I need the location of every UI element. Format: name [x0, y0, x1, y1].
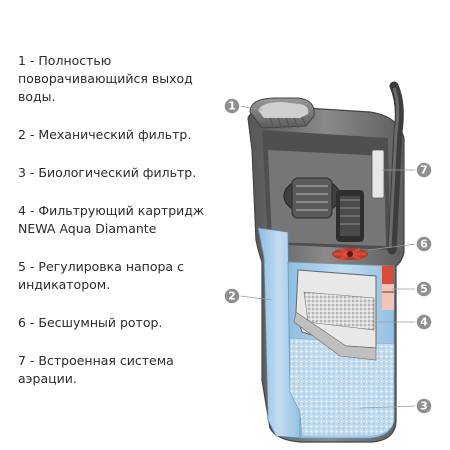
legend-item-flow-regulator: 5 - Регулировка напора с индикатором.	[18, 258, 223, 294]
svg-text:5: 5	[420, 283, 428, 296]
svg-text:7: 7	[420, 164, 428, 177]
legend-line: 2 - Механический фильтр.	[18, 127, 192, 142]
legend-item-outlet: 1 - Полностью поворачивающийся выход вод…	[18, 52, 223, 106]
impeller-assembly	[283, 177, 368, 261]
legend-line: 3 - Биологический фильтр.	[18, 165, 197, 180]
callout-1: 1	[223, 97, 241, 115]
legend-item-cartridge: 4 - Фильтрующий картридж NEWA Aqua Diama…	[18, 202, 223, 238]
callout-leaders	[239, 105, 417, 409]
legend-line: 1 - Полностью	[18, 53, 112, 68]
legend-line: 4 - Фильтрующий картридж	[18, 203, 205, 218]
legend-line: воды.	[18, 89, 56, 104]
legend-line: индикатором.	[18, 277, 111, 292]
svg-text:1: 1	[228, 100, 236, 113]
legend-line: 5 - Регулировка напора с	[18, 259, 184, 274]
callout-4: 4	[415, 313, 433, 331]
svg-text:3: 3	[420, 400, 428, 413]
aeration-tube	[371, 81, 404, 255]
flow-regulator	[382, 266, 394, 310]
svg-text:6: 6	[420, 238, 428, 251]
legend-line: 6 - Бесшумный ротор.	[18, 315, 163, 330]
outlet-nozzle	[249, 97, 315, 130]
legend-item-biological-filter: 3 - Биологический фильтр.	[18, 164, 223, 182]
filter-cartridge	[293, 269, 377, 361]
svg-text:4: 4	[420, 316, 428, 329]
mechanical-filter-media	[289, 337, 395, 437]
legend-line: аэрации.	[18, 371, 77, 386]
legend-line: NEWA Aqua Diamante	[18, 221, 157, 236]
legend-item-mechanical-filter: 2 - Механический фильтр.	[18, 126, 223, 144]
legend: 1 - Полностью поворачивающийся выход вод…	[18, 52, 223, 408]
legend-item-aeration: 7 - Встроенная система аэрации.	[18, 352, 223, 388]
callout-3: 3	[415, 397, 433, 415]
callout-6: 6	[415, 235, 433, 253]
callout-2: 2	[223, 287, 241, 305]
legend-line: поворачивающийся выход	[18, 71, 193, 86]
callout-7: 7	[415, 161, 433, 179]
svg-text:2: 2	[228, 290, 236, 303]
legend-item-rotor: 6 - Бесшумный ротор.	[18, 314, 223, 332]
legend-line: 7 - Встроенная система	[18, 353, 174, 368]
callout-5: 5	[415, 280, 433, 298]
